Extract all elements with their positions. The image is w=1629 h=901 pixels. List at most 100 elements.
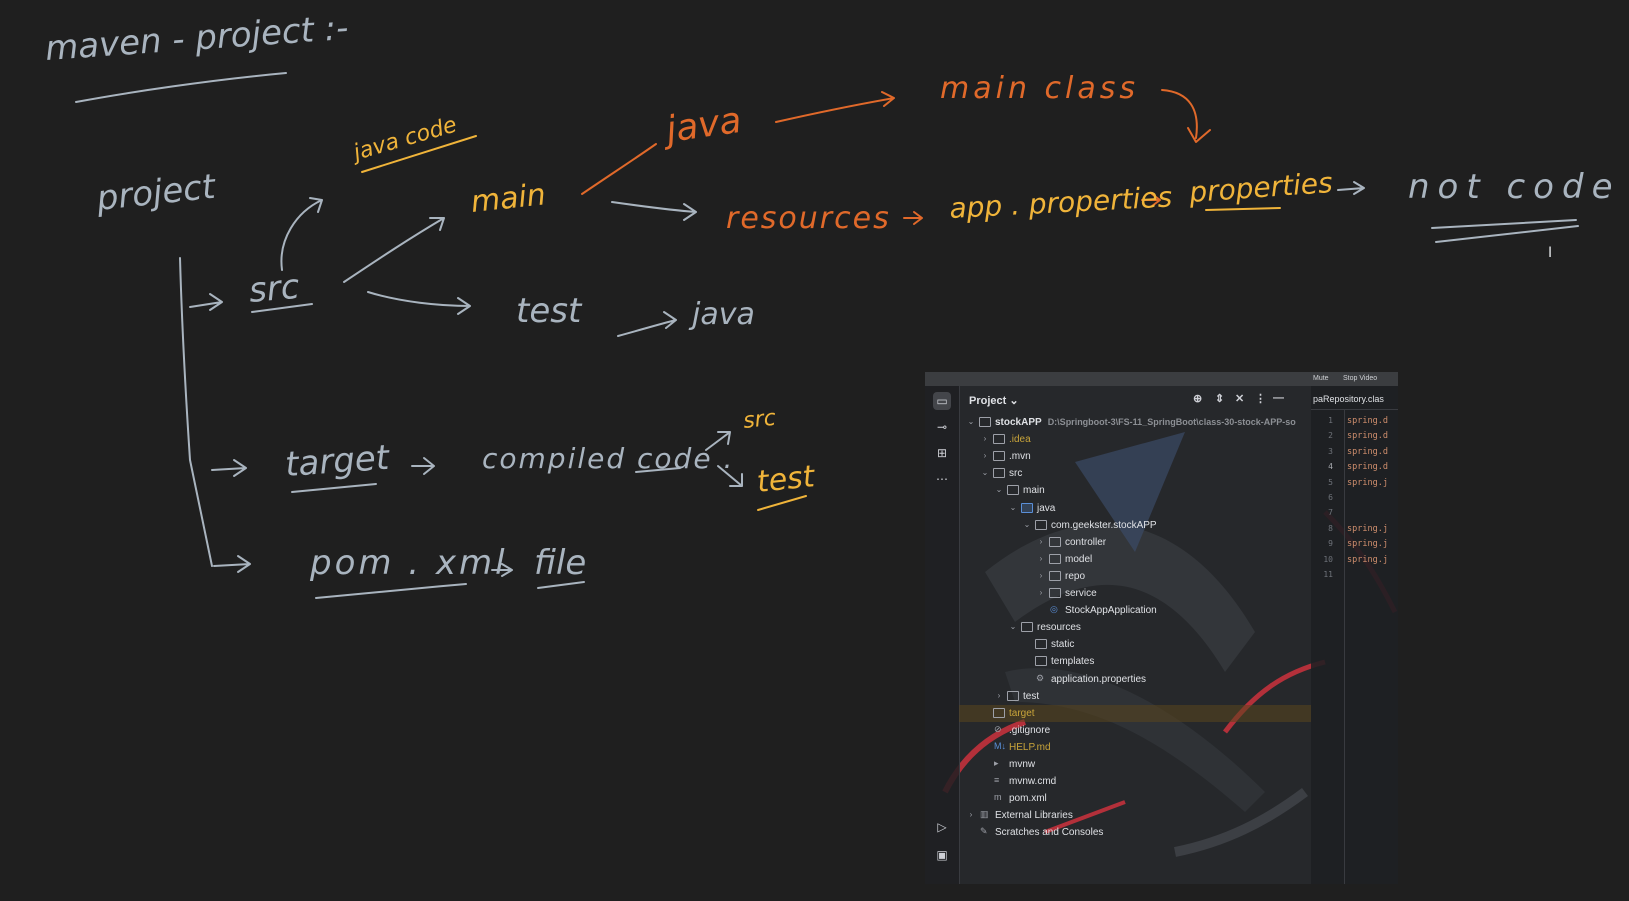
more-tools-icon[interactable]: ⋯ bbox=[936, 472, 948, 486]
note-test: test bbox=[516, 291, 583, 331]
tree-item-label: repo bbox=[1065, 570, 1086, 582]
tree-item-main[interactable]: ⌄ main bbox=[959, 482, 1311, 499]
tree-item-target[interactable]: target bbox=[959, 704, 1311, 722]
tree-item-com-geekster-stockapp[interactable]: ⌄com.geekster.stockAPP bbox=[959, 517, 1311, 534]
tree-item-label: main bbox=[1023, 485, 1045, 497]
tree-item-label: .gitignore bbox=[1009, 724, 1051, 736]
tree-item-stockappapplication[interactable]: ◎StockAppApplication bbox=[959, 602, 1311, 619]
tree-item-templates[interactable]: templates bbox=[959, 653, 1311, 670]
compiled-to-test-arrow bbox=[717, 465, 743, 487]
target-icon[interactable]: ⊕ bbox=[1193, 393, 1203, 405]
chevron-right-icon[interactable]: › bbox=[997, 690, 1001, 700]
code-line[interactable]: spring.d bbox=[1347, 462, 1388, 473]
settings-file-icon: ⚙ bbox=[1036, 672, 1045, 683]
mute-button[interactable]: Mute bbox=[1313, 375, 1329, 382]
chevron-right-icon[interactable]: › bbox=[1039, 553, 1043, 563]
note-file: file bbox=[534, 543, 586, 583]
code-line[interactable]: spring.d bbox=[1347, 416, 1388, 426]
line-number: 2 bbox=[1328, 431, 1333, 441]
gutter-divider bbox=[1344, 410, 1345, 884]
note-properties: properties bbox=[1187, 166, 1333, 209]
tree-item-label: test bbox=[1023, 690, 1040, 702]
code-line[interactable]: spring.j bbox=[1347, 477, 1388, 488]
tree-item-repo[interactable]: › repo bbox=[959, 568, 1311, 585]
note-main: main bbox=[469, 177, 547, 220]
chevron-down-icon[interactable]: ⌄ bbox=[1009, 502, 1017, 512]
chevron-right-icon[interactable]: › bbox=[1039, 570, 1043, 580]
code-underline bbox=[635, 467, 681, 473]
code-line[interactable]: spring.j bbox=[1347, 523, 1388, 534]
tree-item-application-properties[interactable]: ⚙ application.properties bbox=[959, 671, 1311, 688]
expand-icon[interactable]: ⇕ bbox=[1215, 393, 1225, 405]
tree-item-mvn[interactable]: ›.mvn bbox=[959, 448, 1311, 465]
tree-item-label: .idea bbox=[1009, 434, 1031, 446]
chevron-right-icon[interactable]: › bbox=[1039, 536, 1043, 546]
line-number: 6 bbox=[1328, 493, 1333, 502]
chevron-down-icon[interactable]: ⌄ bbox=[967, 417, 975, 426]
tree-item-mvnw-cmd[interactable]: ≡mvnw.cmd bbox=[959, 773, 1311, 790]
library-icon: ▥ bbox=[980, 809, 989, 820]
subtest-underline bbox=[757, 495, 807, 511]
properties-arrow bbox=[1337, 181, 1365, 195]
code-line[interactable]: spring.j bbox=[1347, 539, 1388, 550]
tree-item-java[interactable]: ⌄java bbox=[959, 500, 1311, 517]
project-folder-icon[interactable]: ▭ bbox=[933, 392, 951, 410]
tree-item-label: application.properties bbox=[1051, 673, 1147, 685]
tree-item-model[interactable]: ›model bbox=[959, 551, 1311, 568]
code-line[interactable]: spring.d bbox=[1347, 446, 1388, 457]
src-to-main-arrow bbox=[343, 217, 445, 283]
code-line[interactable]: spring.d bbox=[1347, 431, 1388, 442]
chevron-down-icon[interactable]: ⌄ bbox=[1009, 622, 1017, 632]
note-compiled-code: compiled code . bbox=[482, 442, 734, 475]
run-icon[interactable]: ▷ bbox=[937, 820, 947, 834]
commit-icon[interactable]: ⊸ bbox=[936, 420, 948, 434]
tree-item-mvnw[interactable]: ▸ mvnw bbox=[959, 756, 1311, 773]
chevron-right-icon[interactable]: › bbox=[983, 451, 987, 461]
collapse-icon[interactable]: ✕ bbox=[1235, 393, 1245, 405]
tree-item-src[interactable]: ⌄src bbox=[959, 465, 1311, 482]
editor-tab[interactable]: paRepository.clas bbox=[1311, 391, 1398, 410]
script-icon: ▸ bbox=[994, 758, 999, 768]
tree-item-help-md[interactable]: M↓HELP.md bbox=[959, 739, 1311, 756]
line-number: 5 bbox=[1328, 477, 1333, 487]
chevron-down-icon[interactable]: ⌄ bbox=[995, 485, 1003, 495]
tree-item-test[interactable]: › test bbox=[959, 688, 1311, 705]
text-file-icon: ≡ bbox=[994, 775, 1000, 786]
chevron-right-icon[interactable]: › bbox=[1039, 588, 1043, 597]
stop-video-button[interactable]: Stop Video bbox=[1343, 375, 1378, 382]
note-not-code: not code bbox=[1408, 167, 1620, 207]
tree-item-controller[interactable]: › controller bbox=[959, 534, 1311, 551]
minimize-icon[interactable]: — bbox=[1273, 392, 1284, 404]
arrow-to-target bbox=[211, 459, 247, 477]
chevron-right-icon[interactable]: › bbox=[969, 810, 973, 820]
tree-item-static[interactable]: static bbox=[959, 636, 1311, 653]
code-line[interactable]: spring.j bbox=[1347, 554, 1388, 565]
package-icon bbox=[1049, 587, 1061, 598]
tree-item-resources[interactable]: ⌄resources bbox=[959, 619, 1311, 636]
project-dropdown[interactable]: Project ⌄ bbox=[969, 395, 1019, 407]
terminal-icon[interactable]: ▣ bbox=[936, 848, 948, 862]
tree-item-label: Scratches and Consoles bbox=[995, 827, 1104, 839]
tree-item-external-libraries[interactable]: ›▥External Libraries bbox=[959, 807, 1311, 824]
chevron-down-icon[interactable]: ⌄ bbox=[1023, 519, 1031, 529]
tree-item-service[interactable]: ›service bbox=[959, 585, 1311, 602]
tree-item-label: mvnw bbox=[1009, 759, 1036, 770]
project-panel-header: Project ⌄ ⊕ ⇕ ✕ ⋮ — bbox=[959, 386, 1311, 414]
note-sub-src: src bbox=[742, 406, 777, 434]
tree-item-label: pom.xml bbox=[1009, 793, 1047, 805]
tree-item-scratches-and-consoles[interactable]: ✎Scratches and Consoles bbox=[959, 824, 1311, 841]
tree-item-label: target bbox=[1009, 707, 1035, 719]
structure-icon[interactable]: ⊞ bbox=[936, 446, 948, 460]
tree-item-label: controller bbox=[1065, 536, 1107, 548]
tree-item-idea[interactable]: › .idea bbox=[959, 431, 1311, 448]
chevron-right-icon[interactable]: › bbox=[983, 434, 987, 444]
properties-underline bbox=[1205, 207, 1281, 211]
chevron-down-icon[interactable]: ⌄ bbox=[981, 468, 989, 478]
tree-item-gitignore[interactable]: ⊘.gitignore bbox=[959, 722, 1311, 739]
more-icon[interactable]: ⋮ bbox=[1255, 393, 1266, 405]
tree-item-label: HELP.md bbox=[1009, 741, 1051, 753]
